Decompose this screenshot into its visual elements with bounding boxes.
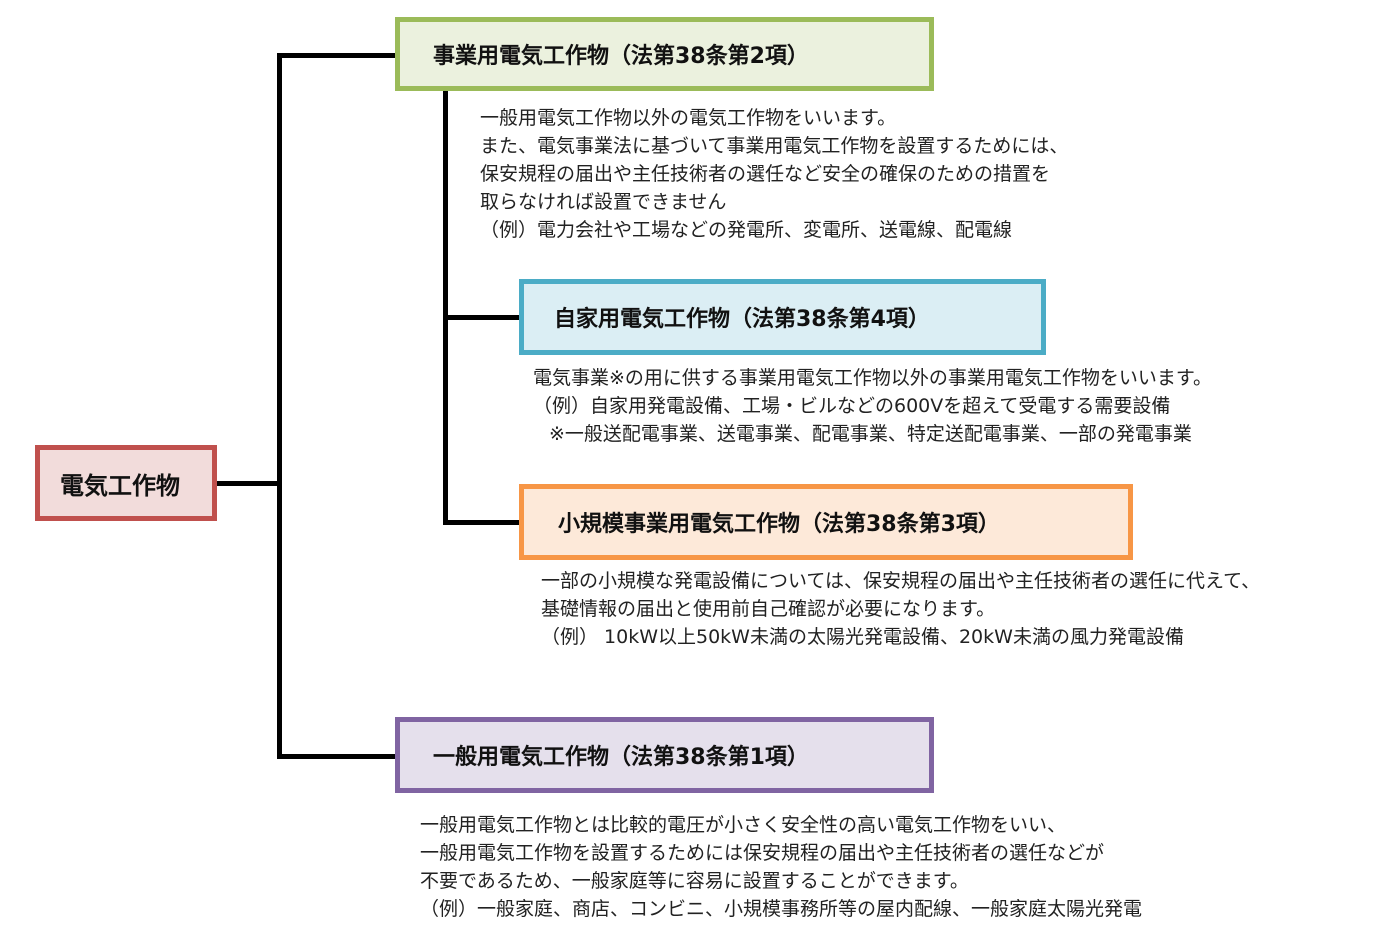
small-description: 一部の小規模な発電設備については、保安規程の届出や主任技術者の選任に代えて、 基… [541, 567, 1260, 651]
private-description-line: ※一般送配電事業、送電事業、配電事業、特定送配電事業、一部の発電事業 [549, 423, 1192, 445]
connector-main-trunk [277, 53, 282, 759]
general-description-line: 一般用電気工作物とは比較的電圧が小さく安全性の高い電気工作物をいい、 [420, 814, 1067, 836]
private-node-box: 自家用電気工作物（法第38条第4項） [519, 279, 1046, 355]
business-description-line: 保安規程の届出や主任技術者の選任など安全の確保のための措置を [480, 163, 1051, 185]
small-description-line: 基礎情報の届出と使用前自己確認が必要になります。 [541, 598, 996, 620]
connector-subtrunk-to-small [443, 520, 522, 525]
business-node-label: 事業用電気工作物（法第38条第2項） [433, 44, 809, 69]
connector-trunk-to-business [277, 53, 398, 58]
small-node-box: 小規模事業用電気工作物（法第38条第3項） [519, 484, 1133, 560]
general-node-label: 一般用電気工作物（法第38条第1項） [433, 745, 809, 770]
connector-subtrunk-to-private [443, 315, 522, 320]
small-description-line: 一部の小規模な発電設備については、保安規程の届出や主任技術者の選任に代えて、 [541, 570, 1261, 592]
general-description: 一般用電気工作物とは比較的電圧が小さく安全性の高い電気工作物をいい、 一般用電気… [420, 811, 1142, 923]
business-description-line: 一般用電気工作物以外の電気工作物をいいます。 [480, 107, 897, 129]
business-description-line: 取らなければ設置できません [480, 191, 727, 213]
general-description-line: 一般用電気工作物を設置するためには保安規程の届出や主任技術者の選任などが [420, 842, 1105, 864]
business-description-line: （例）電力会社や工場などの発電所、変電所、送電線、配電線 [480, 219, 1013, 241]
private-description-line: （例）自家用発電設備、工場・ビルなどの600Vを超えて受電する需要設備 [533, 395, 1171, 417]
business-node-box: 事業用電気工作物（法第38条第2項） [395, 17, 934, 91]
root-node-label: 電気工作物 [60, 471, 180, 500]
business-description-line: また、電気事業法に基づいて事業用電気工作物を設置するためには、 [480, 135, 1069, 157]
small-node-label: 小規模事業用電気工作物（法第38条第3項） [558, 512, 1000, 537]
connector-business-subtrunk [443, 88, 448, 525]
private-description-line: 電気事業※の用に供する事業用電気工作物以外の事業用電気工作物をいいます。 [533, 367, 1213, 389]
small-description-line: （例） 10kW以上50kW未満の太陽光発電設備、20kW未満の風力発電設備 [541, 626, 1184, 648]
general-description-line: （例）一般家庭、商店、コンビニ、小規模事務所等の屋内配線、一般家庭太陽光発電 [420, 898, 1143, 920]
connector-root-to-trunk [215, 481, 282, 486]
root-node-box: 電気工作物 [35, 445, 217, 521]
general-description-line: 不要であるため、一般家庭等に容易に設置することができます。 [420, 870, 969, 892]
general-node-box: 一般用電気工作物（法第38条第1項） [395, 717, 934, 793]
connector-trunk-to-general [277, 754, 398, 759]
private-description: 電気事業※の用に供する事業用電気工作物以外の事業用電気工作物をいいます。 （例）… [533, 364, 1212, 448]
business-description: 一般用電気工作物以外の電気工作物をいいます。 また、電気事業法に基づいて事業用電… [480, 104, 1068, 244]
private-node-label: 自家用電気工作物（法第38条第4項） [554, 307, 930, 332]
